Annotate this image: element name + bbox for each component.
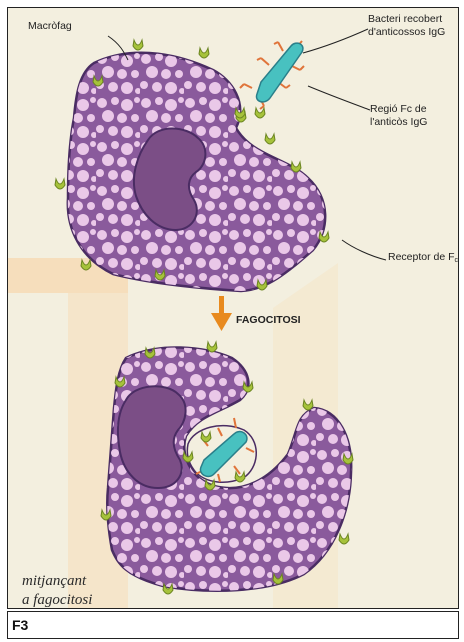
figure-label: F3	[12, 617, 28, 633]
receptor-label: Receptor de Fc	[388, 251, 458, 264]
receptor-cup-icon	[319, 232, 329, 242]
down-arrow-icon	[211, 296, 232, 331]
receptor-cup-icon	[199, 48, 209, 58]
receptor-cup-icon	[339, 534, 349, 544]
bacterium-top	[240, 41, 304, 118]
receptor-cup-icon	[207, 342, 217, 352]
receptor-cup-icon	[205, 480, 215, 490]
bacterium-label-line2: d'anticossos IgG	[368, 26, 445, 38]
bacterium-label-line1: Bacteri recobert	[368, 13, 442, 25]
fc-region-label-line2: l'anticòs IgG	[370, 116, 427, 128]
macrophage-label: Macròfag	[28, 20, 72, 32]
fc-region-label-line1: Regió Fc de	[370, 103, 427, 115]
process-label: FAGOCITOSI	[236, 314, 301, 326]
receptor-cup-icon	[291, 162, 301, 172]
receptor-cup-icon	[133, 40, 143, 50]
nucleus-bottom	[118, 386, 186, 488]
figure-label-bar: F3	[7, 611, 459, 639]
receptor-cup-icon	[55, 179, 65, 189]
caption-line2: a fagocitosi	[22, 592, 92, 608]
caption-line1: mitjançant	[22, 573, 87, 589]
figure-frame: Macròfag Bacteri recobert d'anticossos I…	[7, 7, 459, 609]
receptor-cup-icon	[265, 134, 275, 144]
phagocytosis-diagram: Macròfag Bacteri recobert d'anticossos I…	[8, 8, 458, 608]
